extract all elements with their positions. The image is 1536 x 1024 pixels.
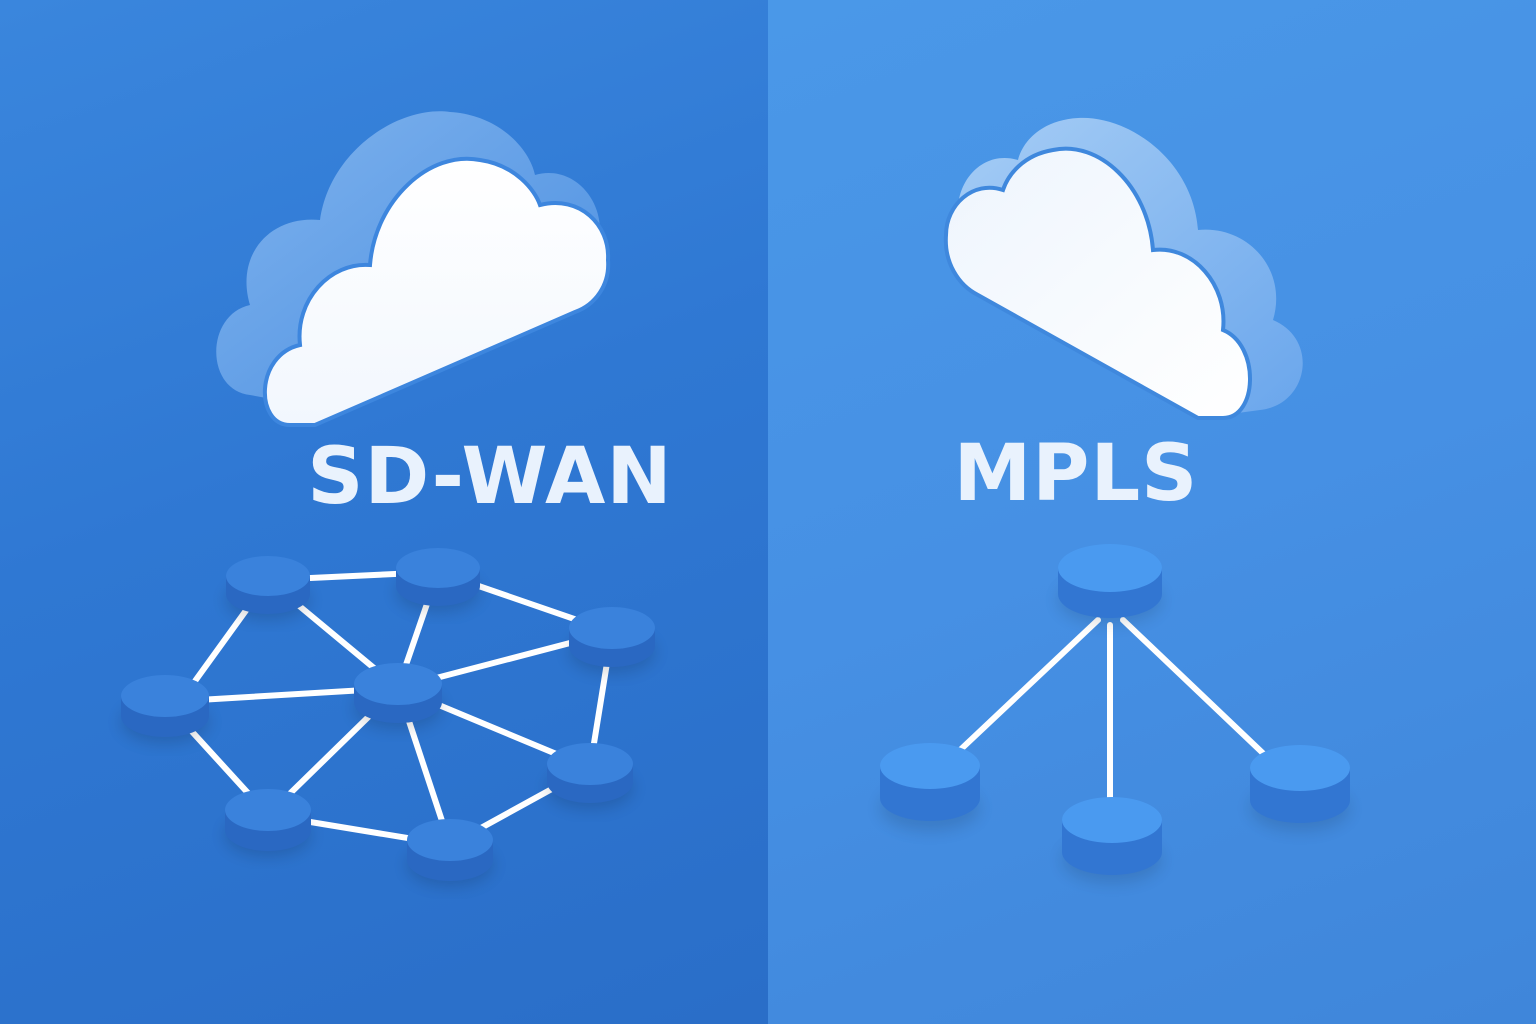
cloud-icon	[943, 117, 1303, 420]
network-node	[121, 675, 209, 743]
network-node	[569, 607, 655, 673]
network-node	[354, 663, 442, 729]
hierarchical-network-icon	[880, 544, 1350, 883]
mpls-panel: MPLS	[768, 0, 1536, 1024]
mesh-network-icon	[121, 548, 655, 886]
leaf-node	[880, 743, 980, 831]
network-links	[955, 617, 1271, 808]
network-node	[396, 548, 480, 612]
sdwan-illustration: SD-WAN	[121, 111, 672, 886]
network-node	[407, 819, 493, 886]
sdwan-label: SD-WAN	[307, 432, 672, 522]
sdwan-panel: SD-WAN	[0, 0, 768, 1024]
network-node	[226, 556, 310, 620]
mpls-label: MPLS	[954, 429, 1199, 519]
leaf-node	[1062, 797, 1162, 883]
network-node	[225, 789, 311, 856]
network-node	[547, 743, 633, 809]
mpls-illustration: MPLS	[880, 117, 1350, 883]
leaf-node	[1250, 745, 1350, 831]
cloud-icon	[216, 111, 611, 427]
root-node	[1058, 544, 1162, 624]
